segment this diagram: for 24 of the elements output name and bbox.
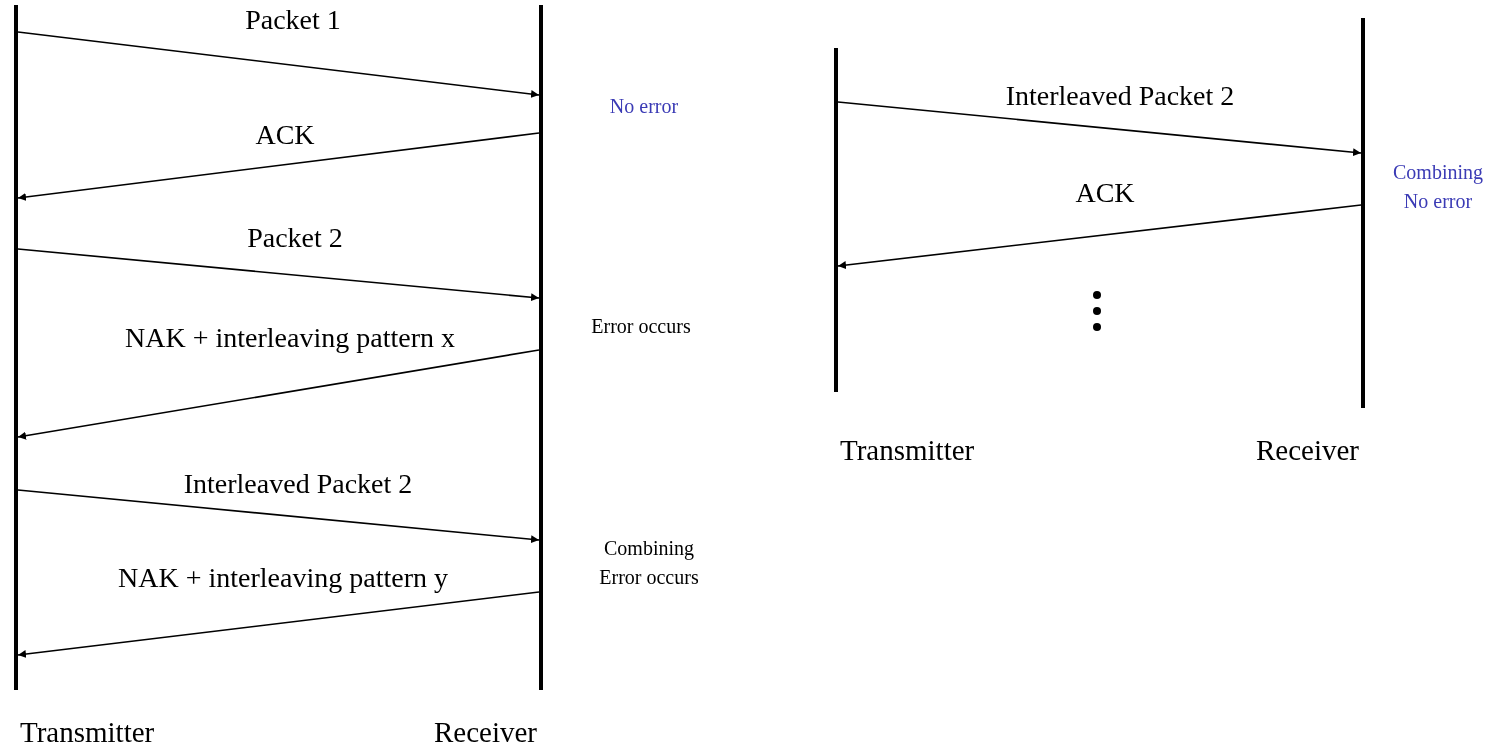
participant-label: Transmitter: [20, 715, 155, 749]
status-note: Combining Error occurs: [598, 536, 700, 590]
status-note: Error occurs: [591, 313, 691, 339]
participant-label: Receiver: [433, 715, 537, 749]
message-label: ACK: [1075, 177, 1135, 209]
message-label: Packet 2: [247, 222, 343, 254]
message-label: Interleaved Packet 2: [1005, 80, 1235, 112]
message-label: NAK + interleaving pattern y: [118, 562, 448, 594]
message-arrow: [17, 349, 540, 440]
message-label: ACK: [255, 119, 315, 151]
message-arrow: [17, 591, 540, 658]
status-note: No error: [609, 93, 679, 119]
message-arrow: [17, 132, 540, 201]
participant-label: Transmitter: [840, 433, 975, 467]
participant-label: Receiver: [1255, 433, 1359, 467]
message-label: Packet 1: [245, 4, 341, 36]
message-label: Interleaved Packet 2: [183, 468, 413, 500]
message-label: NAK + interleaving pattern x: [125, 322, 455, 354]
message-arrow: [837, 101, 1362, 157]
status-note: Combining No error: [1392, 160, 1484, 214]
message-arrow: [837, 204, 1362, 270]
message-arrow: [17, 31, 540, 98]
message-arrow: [17, 248, 540, 302]
message-arrow: [17, 489, 540, 544]
